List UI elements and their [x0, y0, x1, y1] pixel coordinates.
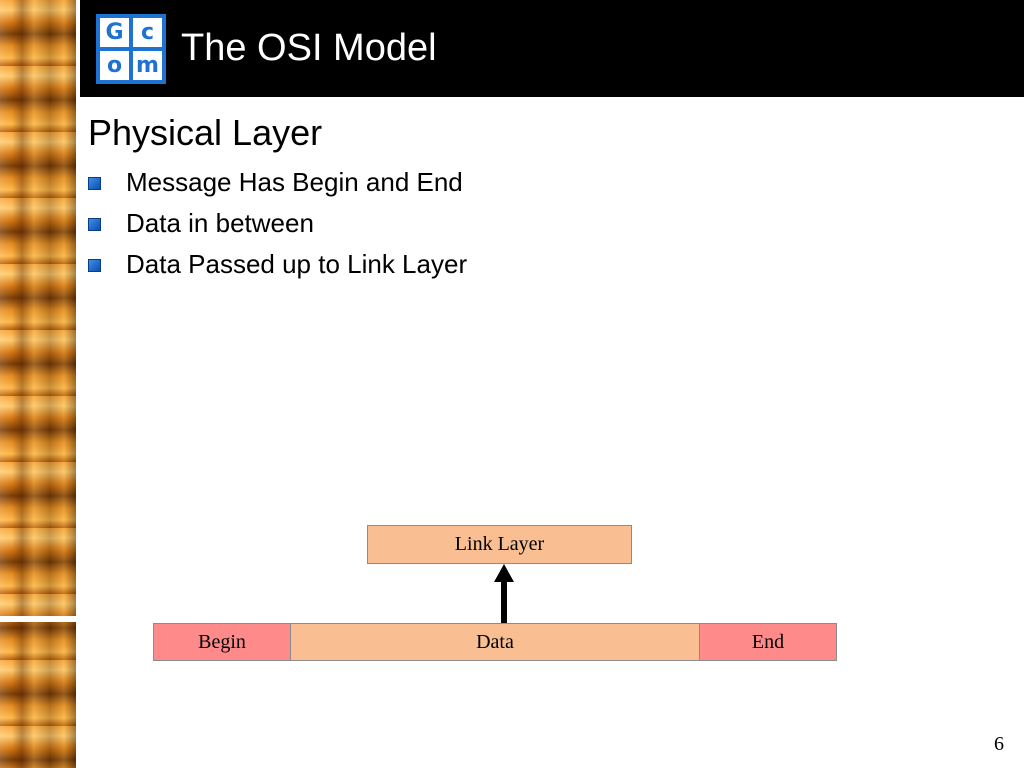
slide-title: The OSI Model [181, 27, 437, 69]
bullet-text: Data Passed up to Link Layer [126, 249, 468, 279]
title-bar: G c o m The OSI Model [80, 0, 1024, 97]
bullet-text: Message Has Begin and End [126, 167, 463, 197]
strip-divider [76, 0, 80, 768]
gcom-logo: G c o m [96, 14, 166, 84]
bullet-item: Data Passed up to Link Layer [88, 244, 467, 285]
section-heading: Physical Layer [88, 112, 323, 153]
square-bullet-icon [88, 218, 101, 231]
logo-letter: m [133, 51, 162, 80]
end-segment: End [699, 623, 837, 661]
bullet-item: Data in between [88, 203, 467, 244]
arrow-shaft [501, 580, 507, 623]
logo-letter: G [100, 18, 129, 47]
begin-segment: Begin [153, 623, 291, 661]
bullet-list: Message Has Begin and End Data in betwee… [88, 162, 467, 285]
square-bullet-icon [88, 259, 101, 272]
up-arrow-icon [494, 564, 514, 582]
bullet-item: Message Has Begin and End [88, 162, 467, 203]
link-layer-box: Link Layer [367, 525, 632, 564]
film-strip-gap [0, 616, 76, 622]
logo-letter: o [100, 51, 129, 80]
square-bullet-icon [88, 177, 101, 190]
bullet-text: Data in between [126, 208, 314, 238]
decorative-film-strip [0, 0, 76, 768]
logo-letter: c [133, 18, 162, 47]
page-number: 6 [994, 733, 1004, 755]
data-segment: Data [290, 623, 700, 661]
